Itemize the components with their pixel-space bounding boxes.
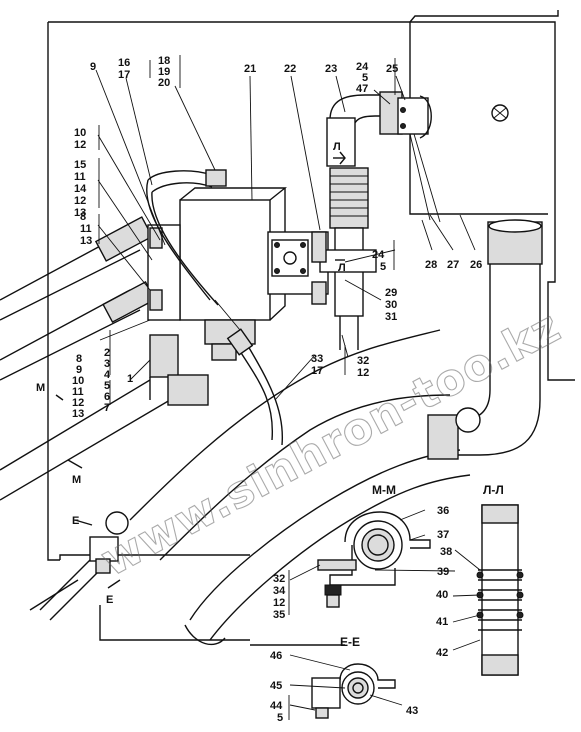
callout-21: 21: [244, 63, 256, 75]
callout-29: 29: [385, 287, 397, 299]
clamp-bracket-e: [89, 511, 129, 574]
callout-5-b: 5: [104, 380, 110, 392]
callout-31: 31: [385, 311, 397, 323]
section-e-e: [311, 663, 396, 719]
callout-39: 39: [437, 566, 449, 578]
main-pipe: [129, 329, 471, 646]
callout-41: 41: [436, 616, 448, 628]
callout-43: 43: [406, 705, 418, 717]
arrow-label-e-bot: Е: [106, 594, 113, 606]
arrow-label-m-top: М: [36, 382, 45, 394]
callout-18: 18: [158, 55, 170, 67]
callout-13-b: 13: [80, 235, 92, 247]
bellows: [329, 167, 369, 229]
callout-46: 46: [270, 650, 282, 662]
callout-24-mid: 24: [372, 249, 385, 261]
section-title-e-e: Е-Е: [340, 635, 360, 649]
section-arrows: [29, 151, 346, 611]
callout-5-mid: 5: [380, 261, 386, 273]
section-l-l: [476, 504, 524, 676]
callout-17: 17: [118, 69, 130, 81]
leader-lines: [95, 55, 481, 720]
callout-42: 42: [436, 647, 448, 659]
callout-7: 7: [104, 402, 110, 414]
elbow-and-bellows: [311, 91, 441, 350]
callout-6: 6: [104, 391, 110, 403]
callout-24-top: 24: [356, 61, 369, 73]
arrow-label-l-top: Л: [333, 141, 341, 153]
callout-34: 34: [273, 585, 286, 597]
callout-32-b: 32: [273, 573, 285, 585]
callout-8-a: 8: [80, 211, 86, 223]
callout-16: 16: [118, 57, 130, 69]
callout-38: 38: [440, 546, 452, 558]
left-hoses: [0, 216, 171, 621]
right-return-pipe: [427, 219, 543, 460]
callout-45: 45: [270, 680, 282, 692]
arrow-label-m-bot: М: [72, 474, 81, 486]
callout-28: 28: [425, 259, 437, 271]
callout-12-b: 12: [74, 195, 86, 207]
callout-35: 35: [273, 609, 285, 621]
callout-20: 20: [158, 77, 170, 89]
callout-37: 37: [437, 529, 449, 541]
callout-10-b: 10: [72, 375, 84, 387]
clamp-teeth: [476, 569, 524, 631]
callout-12-a: 12: [74, 139, 86, 151]
frame-outline: [47, 10, 575, 646]
section-title-m-m: М-М: [372, 483, 396, 497]
callout-4: 4: [104, 369, 111, 381]
valve-block: [147, 187, 329, 406]
callout-5-c: 5: [277, 712, 283, 724]
callout-11-b: 11: [80, 223, 92, 235]
flex-hose-top: [146, 169, 284, 446]
callout-23: 23: [325, 63, 337, 75]
callout-22: 22: [284, 63, 296, 75]
callout-11-c: 11: [72, 386, 84, 398]
callout-2: 2: [104, 347, 110, 359]
callout-3: 3: [104, 358, 110, 370]
callout-11-a: 11: [74, 171, 86, 183]
section-title-l-l: Л-Л: [483, 483, 504, 497]
callout-14: 14: [74, 183, 87, 195]
callout-1: 1: [127, 373, 133, 385]
callout-19: 19: [158, 66, 170, 78]
callout-47: 47: [356, 83, 368, 95]
section-markers: М-М Л-Л Е-Е Л Л М М Е Е: [36, 141, 504, 649]
callout-27: 27: [447, 259, 459, 271]
callout-numbers: 9 16 17 18 19 20 21 22 23 24 5 47 25 10 …: [72, 55, 482, 724]
callout-32-a: 32: [357, 355, 369, 367]
arrow-label-l-mid: Л: [338, 262, 346, 274]
callout-5-top: 5: [362, 72, 368, 84]
callout-13-a: 13: [74, 207, 86, 219]
callout-44: 44: [270, 700, 283, 712]
callout-8-b: 8: [76, 353, 82, 365]
callout-33: 33: [311, 353, 323, 365]
callout-15: 15: [74, 159, 86, 171]
callout-9: 9: [90, 61, 96, 73]
callout-40: 40: [436, 589, 448, 601]
callout-12-d: 12: [72, 397, 84, 409]
callout-12-e: 12: [273, 597, 285, 609]
callout-13-c: 13: [72, 408, 84, 420]
callout-25: 25: [386, 63, 398, 75]
section-m-m: [317, 511, 431, 608]
callout-9-b: 9: [76, 364, 82, 376]
callout-30: 30: [385, 299, 397, 311]
callout-10-a: 10: [74, 127, 86, 139]
callout-36: 36: [437, 505, 449, 517]
callout-17-b: 17: [311, 365, 323, 377]
arrow-label-e-top: Е: [72, 515, 79, 527]
callout-12-c: 12: [357, 367, 369, 379]
callout-26: 26: [470, 259, 482, 271]
